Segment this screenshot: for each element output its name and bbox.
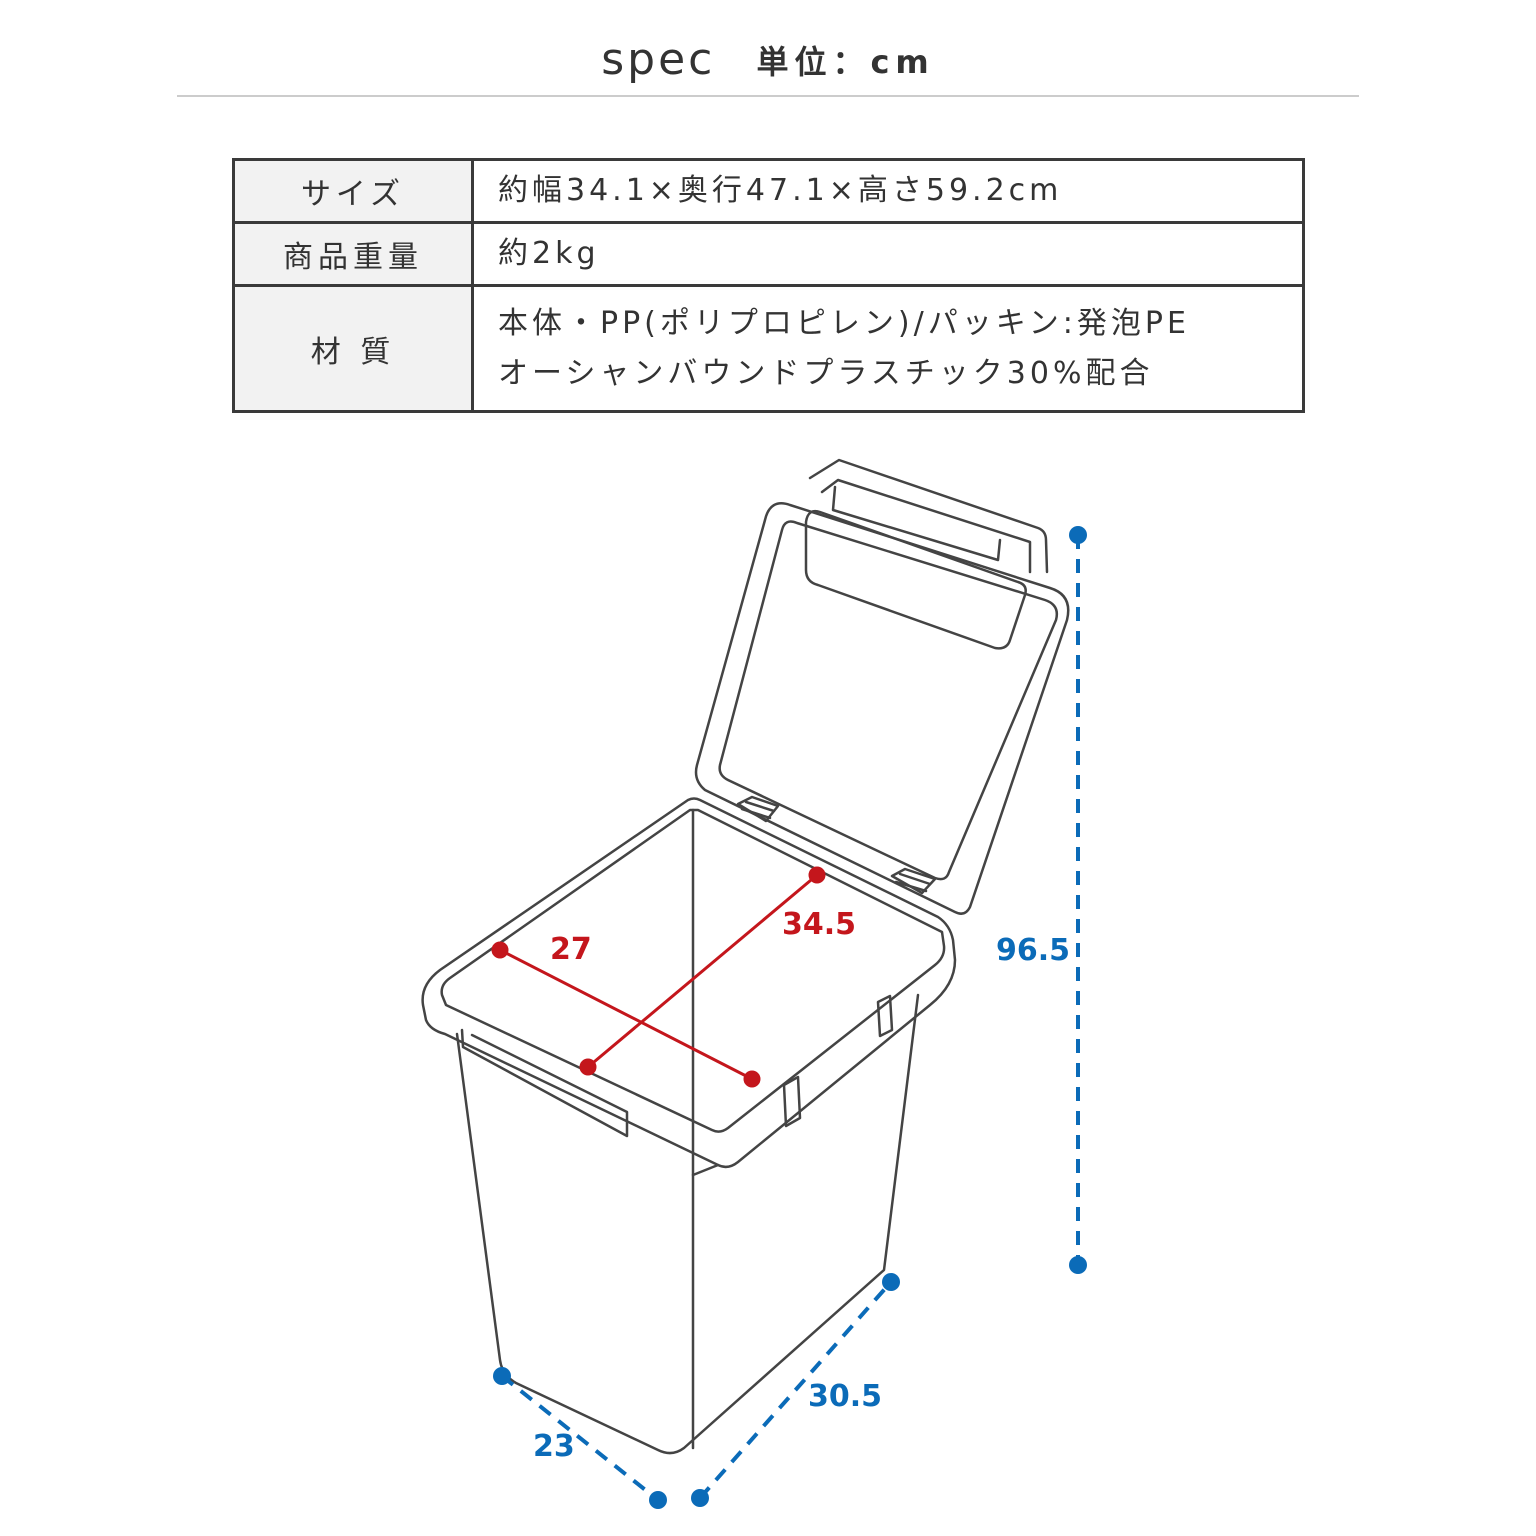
inner-width-line <box>499 948 753 1081</box>
base-width-line <box>500 1374 660 1502</box>
clip-right <box>876 994 894 1038</box>
base-width-end-dot <box>649 1491 667 1509</box>
inner-width-label: 27 <box>550 932 592 967</box>
lid-outer <box>694 502 1070 915</box>
base-width-label: 23 <box>533 1429 575 1464</box>
lid-handle-inner <box>820 478 1032 574</box>
lid-handle-outer <box>808 458 1049 574</box>
material-line-1: 本体・PP(ポリプロピレン)/パッキン:発泡PE <box>498 305 1190 341</box>
base-depth-line <box>698 1280 893 1500</box>
weight-value-line: 約2kg <box>498 236 600 271</box>
spec-header: spec 単位：cm <box>0 34 1536 94</box>
lid-grip-panel <box>804 509 1027 650</box>
material-label: 材 質 <box>232 284 474 413</box>
bin-outline <box>421 458 1070 1455</box>
spec-title: spec <box>601 34 716 85</box>
base-depth-label: 30.5 <box>808 1379 882 1414</box>
inner-depth-line <box>587 873 818 1069</box>
inner-width-start-dot <box>491 941 509 959</box>
body-front-corner <box>691 1163 720 1177</box>
outer-dimensions <box>493 526 1087 1509</box>
header-divider <box>177 95 1359 97</box>
inner-depth-start-dot <box>579 1058 597 1076</box>
material-line-2: オーシャンバウンドプラスチック30%配合 <box>498 355 1154 391</box>
size-value: 約幅34.1×奥行47.1×高さ59.2cm <box>471 158 1305 224</box>
hinge-right <box>890 867 937 895</box>
base-depth-end-dot <box>882 1273 900 1291</box>
hinge-right-ridges <box>894 872 932 893</box>
spec-table: サイズ 約幅34.1×奥行47.1×高さ59.2cm 商品重量 約2kg 材 質… <box>232 158 1305 413</box>
rim-inner <box>440 808 946 1133</box>
hinge-left <box>736 795 780 823</box>
height-bottom-dot <box>1069 1256 1087 1274</box>
inner-width-end-dot <box>743 1070 761 1088</box>
unit-label: 単位：cm <box>756 42 935 81</box>
weight-value: 約2kg <box>471 221 1305 287</box>
base-width-start-dot <box>493 1367 511 1385</box>
height-top-dot <box>1069 526 1087 544</box>
spec-row-weight: 商品重量 約2kg <box>232 221 1305 287</box>
lid-handle-slot <box>831 485 1002 562</box>
hinge-left-ridges <box>740 800 776 820</box>
weight-label: 商品重量 <box>232 221 474 287</box>
spec-row-material: 材 質 本体・PP(ポリプロピレン)/パッキン:発泡PE オーシャンバウンドプラ… <box>232 284 1305 413</box>
height-label: 96.5 <box>996 933 1070 968</box>
material-value: 本体・PP(ポリプロピレン)/パッキン:発泡PE オーシャンバウンドプラスチック… <box>471 284 1305 413</box>
side-handle <box>460 1028 629 1138</box>
inner-depth-end-dot <box>808 866 826 884</box>
clip-front <box>782 1075 802 1128</box>
inner-depth-label: 34.5 <box>782 907 856 942</box>
size-value-line: 約幅34.1×奥行47.1×高さ59.2cm <box>498 173 1063 208</box>
size-label: サイズ <box>232 158 474 224</box>
inner-dimensions <box>491 866 826 1088</box>
base-depth-start-dot <box>691 1489 709 1507</box>
spec-row-size: サイズ 約幅34.1×奥行47.1×高さ59.2cm <box>232 158 1305 224</box>
rim-outer <box>421 797 957 1169</box>
